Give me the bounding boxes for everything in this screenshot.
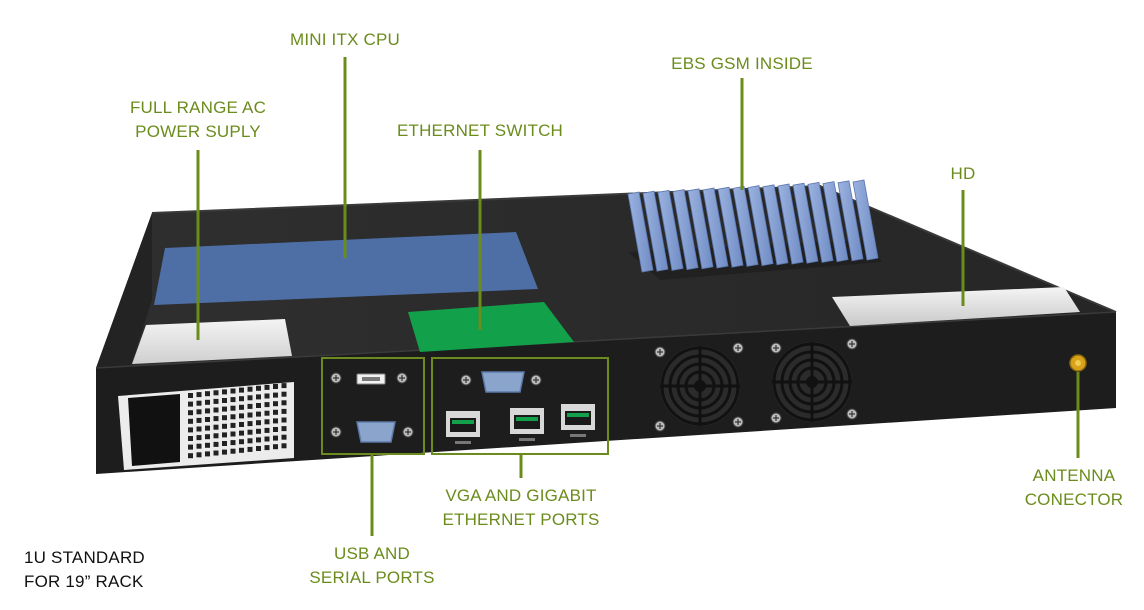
leader-lines (196, 57, 1080, 536)
gsm-heatsink (627, 179, 882, 280)
ethernet-switch-board (408, 302, 574, 352)
fan-grille-icon (660, 346, 740, 426)
label-gsm: EBS GSM INSIDE (671, 54, 813, 73)
db9-connector-icon (356, 421, 396, 443)
label-cpu: MINI ITX CPU (289, 30, 401, 49)
hard-drive (832, 287, 1080, 326)
label-power-supply: FULL RANGE AC POWER SUPLY (129, 98, 267, 141)
mini-itx-cpu-board (154, 232, 538, 305)
label-antenna: ANTENNA CONECTOR (1024, 466, 1124, 509)
label-usb-serial: USB AND SERIAL PORTS (309, 544, 435, 587)
label-hd: HD (950, 164, 976, 183)
psu-vent-grille (188, 383, 287, 459)
rj45-port-icon (446, 411, 480, 444)
label-ethernet-switch: ETHERNET SWITCH (396, 121, 564, 140)
rj45-port-icon (510, 408, 544, 441)
vga-connector-icon (481, 371, 525, 393)
rack-note: 1U STANDARD FOR 19” RACK (24, 548, 145, 591)
power-supply-top (132, 319, 292, 364)
screw-icon (330, 338, 858, 438)
label-vga-ethernet: VGA AND GIGABIT ETHERNET PORTS (442, 486, 600, 529)
fan-grille-icon (772, 342, 852, 422)
ac-inlet (128, 394, 180, 466)
chassis-front-panel (96, 312, 1116, 474)
rj45-port-icon (561, 404, 595, 437)
